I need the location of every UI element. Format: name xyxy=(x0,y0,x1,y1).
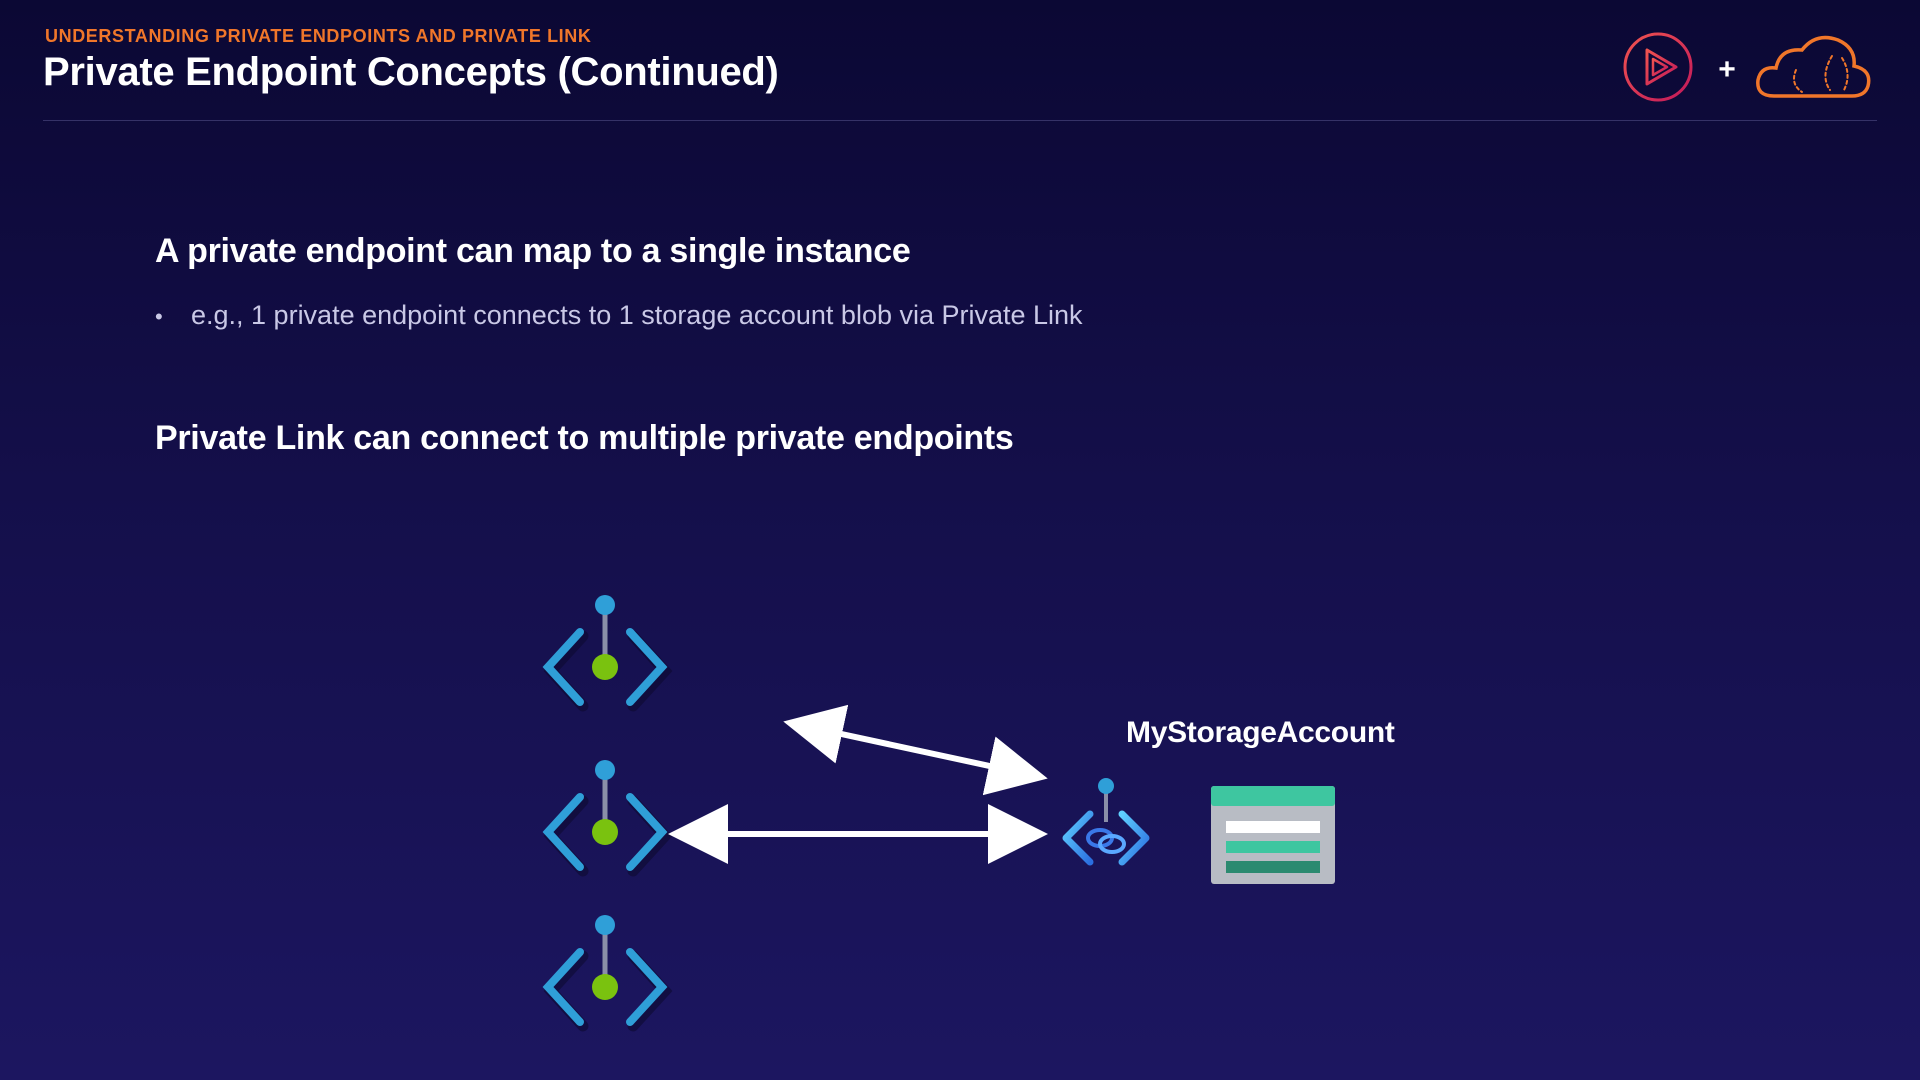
section-kicker: UNDERSTANDING PRIVATE ENDPOINTS AND PRIV… xyxy=(45,26,592,46)
bullet-example: • e.g., 1 private endpoint connects to 1 … xyxy=(155,300,1083,331)
play-logo-icon xyxy=(1623,32,1693,102)
bullet-text: e.g., 1 private endpoint connects to 1 s… xyxy=(191,300,1083,330)
connection-arrow-diagonal xyxy=(783,704,1048,796)
cloud-logo-icon xyxy=(1756,35,1871,98)
private-link-icon xyxy=(1062,778,1150,866)
header-divider xyxy=(43,120,1877,121)
logo-plus-sign: + xyxy=(1718,53,1736,86)
bullet-dot-icon: • xyxy=(155,304,163,329)
brand-logos: + xyxy=(1623,32,1871,102)
private-endpoint-icon-bottom xyxy=(542,915,673,1032)
private-endpoint-icon-middle xyxy=(542,760,673,877)
heading-multiple-endpoints: Private Link can connect to multiple pri… xyxy=(155,419,1014,457)
private-endpoint-icon-top xyxy=(542,595,673,712)
storage-account-icon xyxy=(1211,786,1335,884)
page-title: Private Endpoint Concepts (Continued) xyxy=(43,50,779,94)
heading-single-instance: A private endpoint can map to a single i… xyxy=(155,232,911,270)
storage-account-label: MyStorageAccount xyxy=(1126,716,1395,749)
